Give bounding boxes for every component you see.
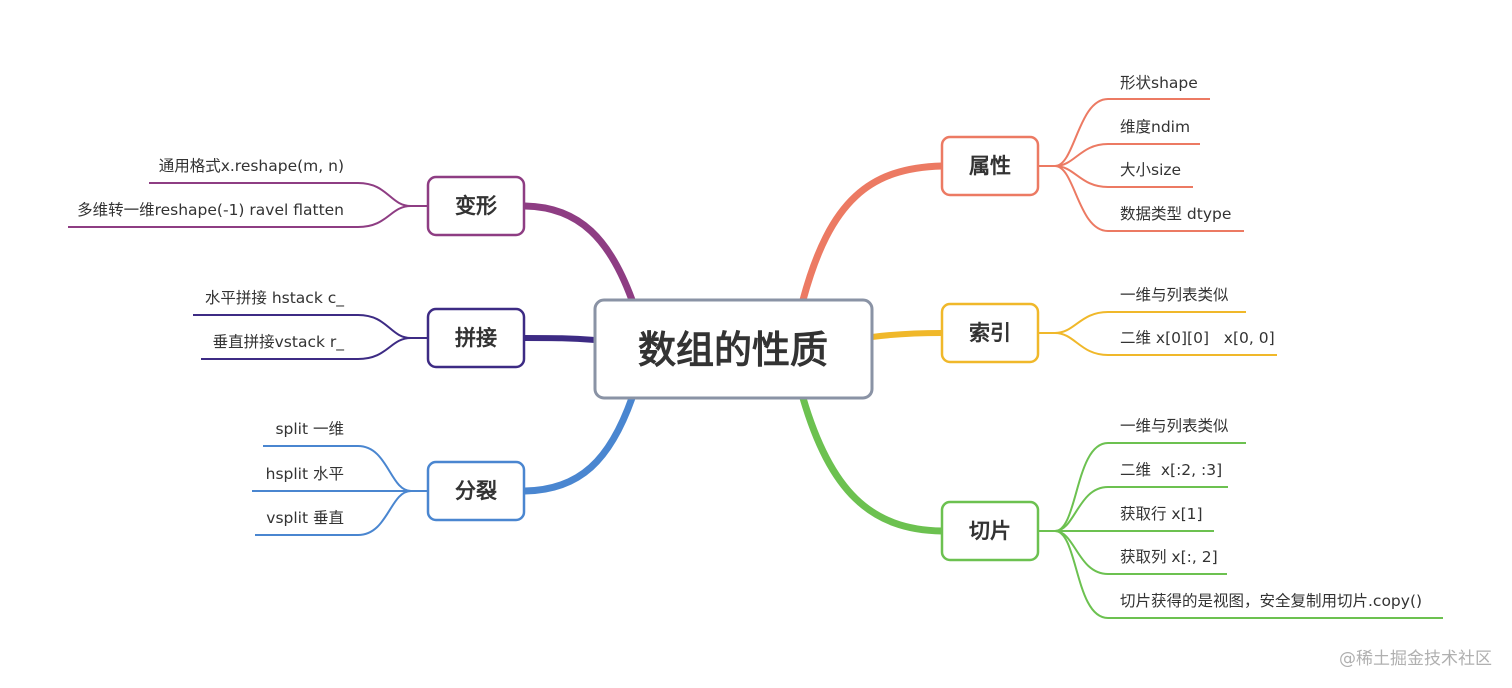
branch-concat: [522, 335, 598, 343]
branch-slice: [799, 394, 946, 535]
node-concat[interactable]: 拼接: [426, 307, 526, 369]
leaf-slice-0[interactable]: 一维与列表类似: [1120, 417, 1229, 435]
node-reshape-label: 变形: [455, 194, 497, 218]
reshape-connectors: [68, 182, 428, 228]
branch-split: [521, 394, 636, 495]
leaf-slice-1[interactable]: 二维 x[:2, :3]: [1120, 461, 1222, 479]
leaf-split-0[interactable]: split 一维: [275, 420, 344, 438]
leaf-reshape-0[interactable]: 通用格式x.reshape(m, n): [159, 157, 344, 175]
node-index[interactable]: 索引: [940, 302, 1040, 364]
slice-connectors: [1038, 442, 1443, 619]
leaf-index-0[interactable]: 一维与列表类似: [1120, 286, 1229, 304]
node-slice-label: 切片: [969, 519, 1011, 543]
watermark: @稀土掘金技术社区: [1339, 649, 1492, 669]
attr-connectors: [1038, 98, 1244, 232]
node-index-label: 索引: [969, 321, 1011, 345]
index-connectors: [1038, 311, 1277, 356]
node-split[interactable]: 分裂: [426, 460, 526, 522]
leaf-concat-0[interactable]: 水平拼接 hstack c_: [205, 289, 344, 308]
leaf-slice-2[interactable]: 获取行 x[1]: [1120, 505, 1203, 523]
leaf-attr-1[interactable]: 维度ndim: [1120, 118, 1190, 136]
leaf-concat-1[interactable]: 垂直拼接vstack r_: [213, 333, 345, 352]
concat-connectors: [193, 314, 428, 360]
branch-attr: [799, 162, 946, 304]
node-concat-label: 拼接: [455, 326, 497, 350]
leaf-attr-0[interactable]: 形状shape: [1120, 74, 1198, 92]
root-label: 数组的性质: [638, 328, 828, 372]
leaf-reshape-1[interactable]: 多维转一维reshape(-1) ravel flatten: [77, 201, 344, 219]
node-slice[interactable]: 切片: [940, 500, 1040, 562]
node-reshape[interactable]: 变形: [426, 175, 526, 237]
leaf-index-1[interactable]: 二维 x[0][0] x[0, 0]: [1120, 329, 1275, 347]
root-node[interactable]: 数组的性质: [593, 298, 874, 400]
leaf-attr-2[interactable]: 大小size: [1120, 161, 1181, 179]
split-connectors: [252, 445, 428, 536]
leaf-slice-3[interactable]: 获取列 x[:, 2]: [1120, 548, 1218, 566]
branch-reshape: [521, 202, 636, 304]
leaf-slice-4[interactable]: 切片获得的是视图，安全复制用切片.copy(): [1120, 592, 1422, 610]
leaf-attr-3[interactable]: 数据类型 dtype: [1120, 205, 1231, 223]
branch-index: [869, 330, 945, 340]
node-attr-label: 属性: [969, 154, 1011, 178]
node-split-label: 分裂: [455, 479, 497, 503]
node-attr[interactable]: 属性: [940, 135, 1040, 197]
leaf-split-2[interactable]: vsplit 垂直: [266, 509, 344, 527]
leaf-split-1[interactable]: hsplit 水平: [266, 465, 344, 483]
